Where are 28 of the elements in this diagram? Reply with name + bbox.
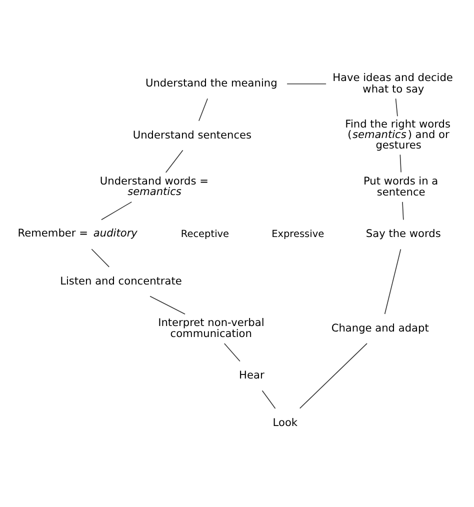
node-text: Put words in a sentence xyxy=(363,175,438,199)
node-text: Find the right words (semantics) and or gestures xyxy=(345,118,451,152)
node-text: Look xyxy=(272,416,298,429)
connector xyxy=(286,83,326,84)
label: Expressive xyxy=(272,228,324,240)
connector xyxy=(101,202,132,220)
node-text: Understand words = semantics xyxy=(100,175,208,198)
node-text: Interpret non-verbal communication xyxy=(158,316,264,340)
connector xyxy=(299,343,368,409)
connector xyxy=(395,98,398,117)
connector xyxy=(400,154,402,173)
connector xyxy=(91,248,110,268)
node-text: Hear xyxy=(239,370,264,382)
label: Receptive xyxy=(180,228,230,240)
node-text: Remember = auditory xyxy=(18,227,138,240)
connector xyxy=(150,296,186,314)
connector xyxy=(384,248,402,314)
node-text: Understand sentences xyxy=(132,129,252,142)
node-text: Understand the meaning xyxy=(145,78,278,90)
node-text: Have ideas and decide what to say xyxy=(332,72,453,96)
connector xyxy=(224,343,240,362)
node-text: Say the words xyxy=(366,228,441,240)
connector xyxy=(198,98,208,122)
connector xyxy=(165,150,184,173)
node-text: Listen and concentrate xyxy=(60,275,182,288)
connector xyxy=(262,390,276,409)
connector xyxy=(402,202,404,220)
node-text: Change and adapt xyxy=(331,322,429,335)
